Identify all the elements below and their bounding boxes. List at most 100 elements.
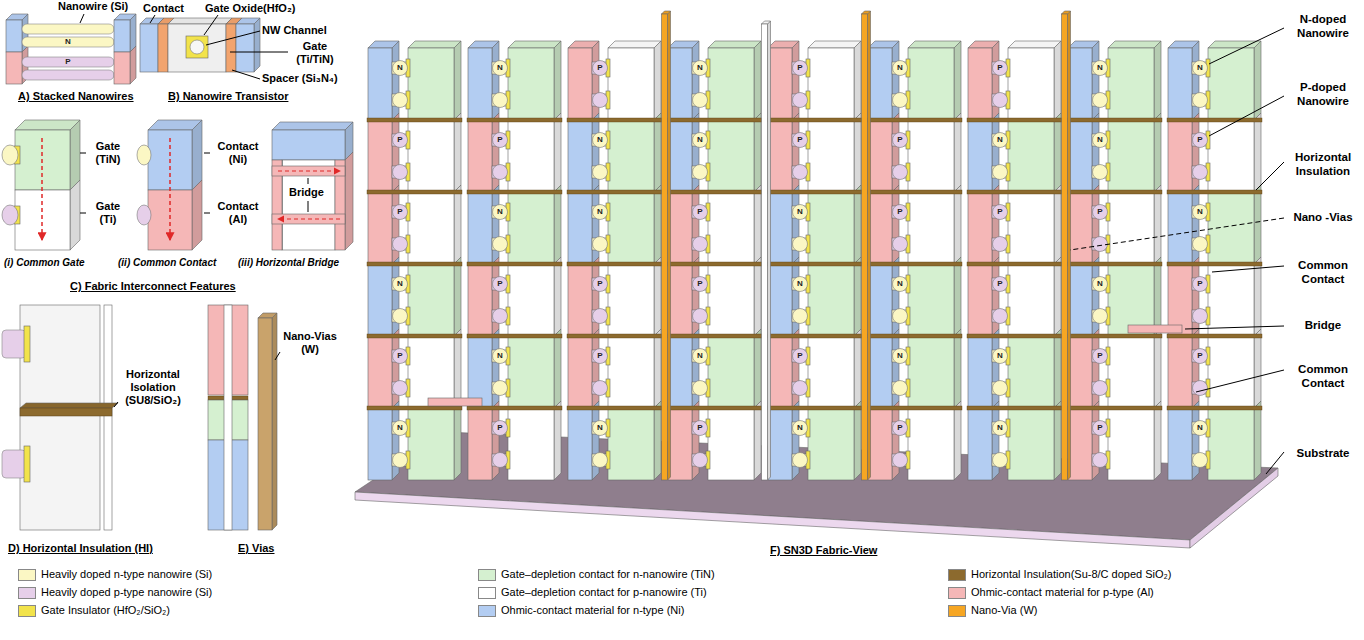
nanowire-end (1093, 349, 1108, 364)
horizontal-insulation (1167, 334, 1262, 338)
legend-item: Ohmic-contact material for n-type (Ni) (478, 604, 684, 617)
ohmic-contact-side (1092, 41, 1099, 120)
gate-block-top (408, 41, 461, 48)
ohmic-contact (968, 192, 992, 264)
legend-item: Ohmic-contact material for p-type (Al) (948, 586, 1154, 599)
horizontal-insulation (967, 334, 1062, 338)
doping-letter: N (697, 136, 703, 144)
gate-block (20, 305, 100, 530)
horizontal-insulation (667, 118, 762, 122)
ohmic-contact-top (468, 41, 499, 48)
part-label: Bridge (289, 186, 324, 199)
nanowire-end (693, 93, 708, 108)
doping-letter: P (897, 136, 902, 144)
gate-block-side (1254, 41, 1261, 120)
gate-block-side (454, 257, 461, 336)
gate-block-top (1108, 41, 1161, 48)
contact-block (272, 130, 345, 160)
horizontal-insulation (867, 190, 962, 194)
gate-block-side (554, 329, 561, 408)
gate-block (1108, 192, 1154, 264)
doping-letter: N (997, 352, 1003, 360)
ohmic-contact (114, 52, 130, 84)
ohmic-contact (114, 20, 130, 52)
doping-letter: P (597, 64, 602, 72)
legend-swatch (18, 605, 36, 617)
nano-via-top (1062, 11, 1071, 14)
gate-block (1108, 408, 1154, 480)
doping-letter: P (797, 64, 802, 72)
nanowire-end (493, 133, 508, 148)
ohmic-contact-side (692, 401, 699, 480)
contact-block (148, 190, 192, 250)
ohmic-contact (368, 192, 392, 264)
gate-block (1208, 48, 1254, 120)
horizontal-insulation (467, 334, 562, 338)
nanowire-end (1193, 237, 1208, 252)
nanowire-end (893, 309, 908, 324)
gate-block (1008, 336, 1054, 408)
ohmic-contact-top (114, 14, 136, 20)
gate-block-side (954, 329, 961, 408)
nano-via-top (762, 21, 771, 24)
contact-block-top (272, 122, 353, 130)
nano-via-side (668, 11, 671, 480)
gate-block-side (754, 41, 761, 120)
gate-block (1008, 408, 1054, 480)
legend-swatch (478, 569, 496, 581)
ohmic-contact-side (992, 185, 999, 264)
gate-block-side (654, 113, 661, 192)
gate-block (508, 120, 554, 192)
ohmic-contact-side (492, 185, 499, 264)
legend-swatch (478, 587, 496, 599)
nanowire-end (893, 205, 908, 220)
ohmic-contact (568, 192, 592, 264)
nanowire-end (1093, 421, 1108, 436)
ohmic-contact (568, 264, 592, 336)
doping-letter: P (697, 424, 702, 432)
nanowire-end (693, 205, 708, 220)
nanowire-end (393, 165, 408, 180)
legend-item: Horizontal Insulation(Su-8/C doped SiO₂) (948, 568, 1172, 581)
leader-line (80, 14, 84, 23)
doping-letter: N (597, 208, 603, 216)
nanowire-end (993, 93, 1008, 108)
ohmic-contact (668, 264, 692, 336)
gate-oxide (24, 446, 30, 482)
nanowire (22, 70, 114, 80)
ohmic-contact-side (1192, 113, 1199, 192)
gate-block (908, 120, 954, 192)
nanowire-end (593, 205, 608, 220)
gate-block-top (508, 41, 561, 48)
gate-block-side (754, 329, 761, 408)
nanowire-end (893, 61, 908, 76)
nanowire-end (793, 237, 808, 252)
horizontal-insulation (367, 406, 462, 410)
ohmic-contact (468, 408, 492, 480)
gate-block-top (1208, 41, 1261, 48)
ohmic-contact-side (130, 46, 136, 84)
nanowire-end (893, 421, 908, 436)
gate-block-side (854, 401, 861, 480)
gate-block-side (554, 185, 561, 264)
horizontal-insulation (567, 406, 662, 410)
nanowire-end (793, 421, 808, 436)
part-label: Nanowire (Si) (58, 0, 128, 13)
part-label: Gate (Ti) (88, 200, 128, 226)
legend-text: Heavily doped n-type nanowire (Si) (41, 568, 212, 581)
nanowire-end (1193, 453, 1208, 468)
nanowire-end (793, 453, 808, 468)
gate-block (808, 408, 854, 480)
doping-letter: P (997, 208, 1002, 216)
gate-block-side (654, 41, 661, 120)
gate-block-side (554, 41, 561, 120)
nanowire-end (593, 133, 608, 148)
nanowire-end (993, 381, 1008, 396)
contact-block-top (236, 18, 260, 24)
leader-line (230, 52, 288, 53)
doping-letter: P (597, 280, 602, 288)
gate-block (508, 336, 554, 408)
ohmic-contact-side (392, 113, 399, 192)
gate-block-side (1054, 401, 1061, 480)
